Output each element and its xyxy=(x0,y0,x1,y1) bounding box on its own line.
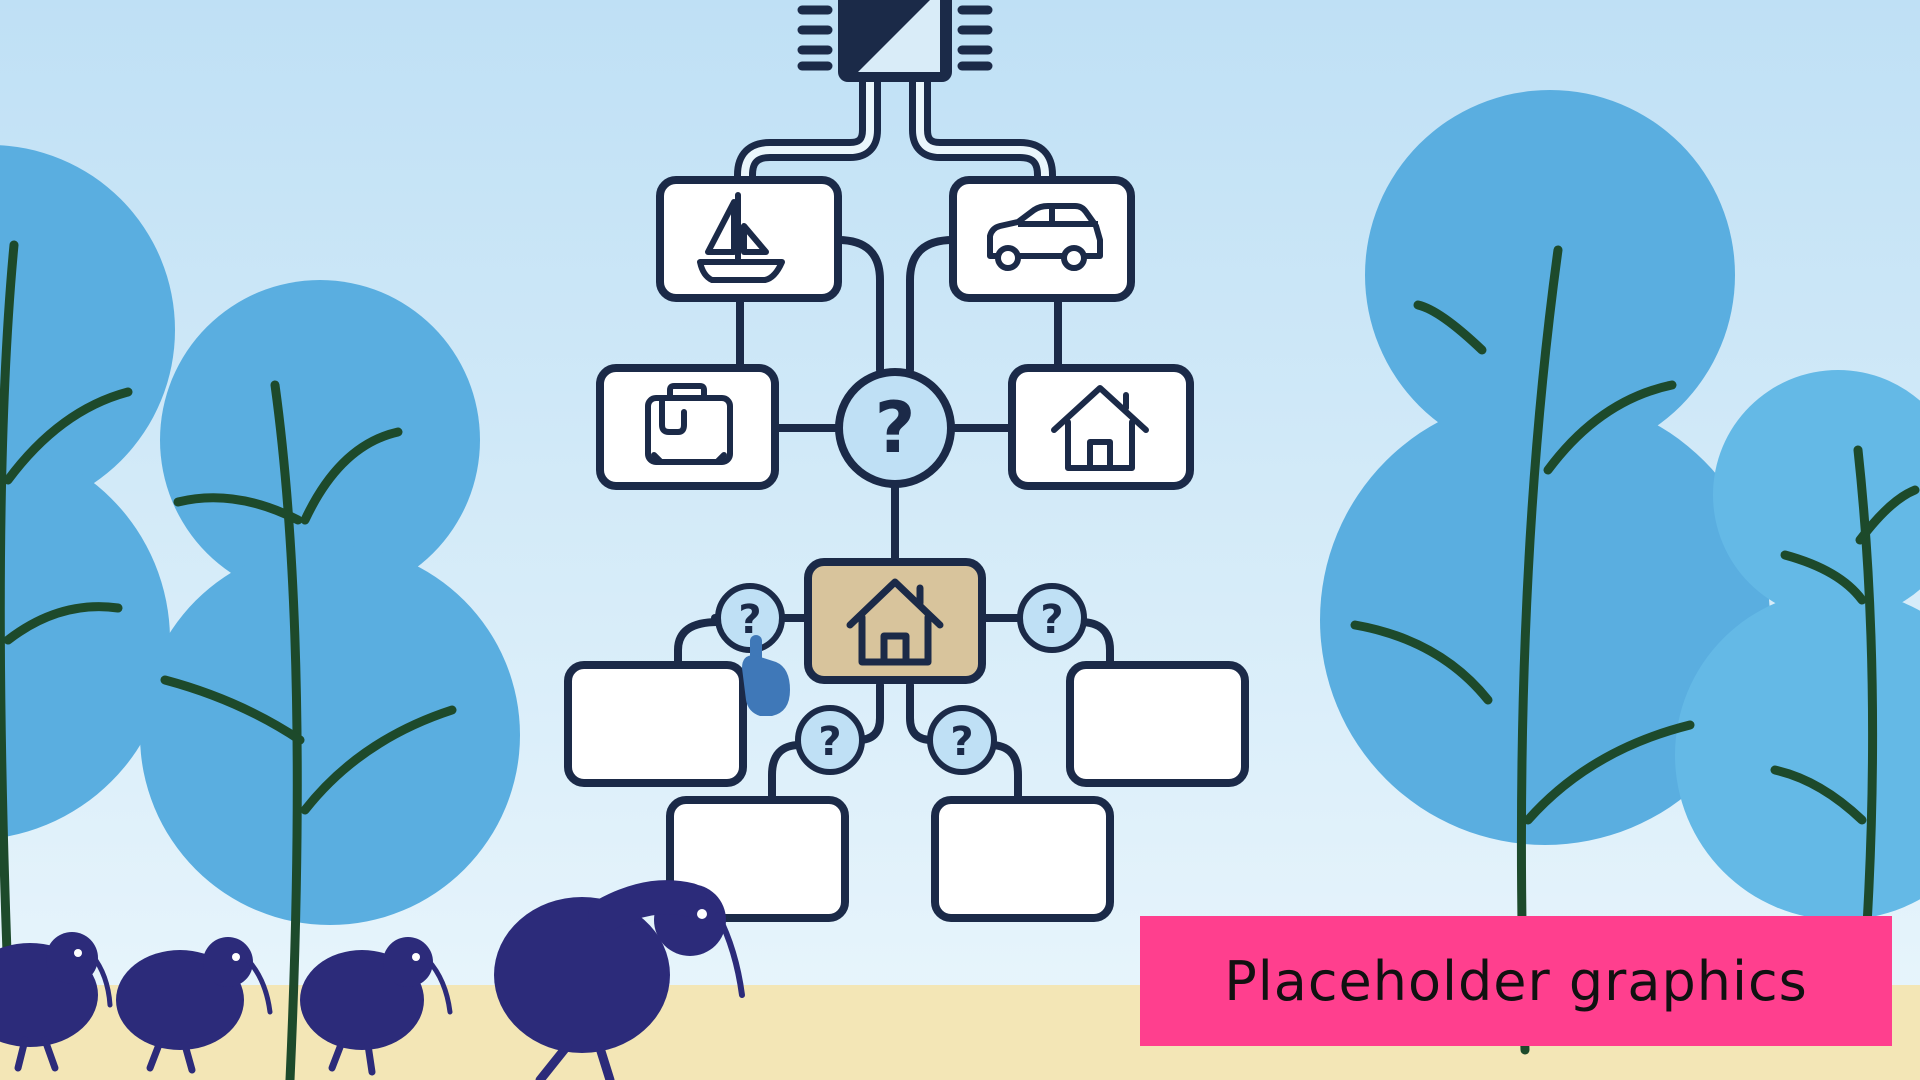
empty-node-right xyxy=(1066,661,1249,787)
house-icon xyxy=(846,578,944,666)
pointing-hand-icon xyxy=(742,635,790,716)
question-mark-icon: ? xyxy=(818,719,841,765)
question-mark-icon: ? xyxy=(1040,597,1063,643)
suitcase-icon xyxy=(645,383,733,465)
node-luggage xyxy=(596,364,779,490)
question-mark-icon: ? xyxy=(875,387,916,469)
empty-node-lower-left xyxy=(666,796,849,922)
car-icon xyxy=(987,203,1103,271)
question-node-center: ? xyxy=(835,368,955,488)
selected-house-node xyxy=(804,558,986,684)
caption-text: Placeholder graphics xyxy=(1224,949,1808,1013)
sailboat-icon xyxy=(697,192,785,283)
kiwi-bird-large xyxy=(494,880,745,1080)
node-car xyxy=(949,176,1135,302)
kiwi-bird xyxy=(0,932,113,1072)
node-boat xyxy=(656,176,842,302)
question-mark-icon: ? xyxy=(738,597,761,643)
right-trees xyxy=(1320,90,1920,1055)
kiwi-bird xyxy=(300,937,453,1076)
kiwi-bird xyxy=(116,937,273,1074)
house-icon xyxy=(1051,385,1149,471)
empty-node-left xyxy=(564,661,747,787)
question-node-lower-left: ? xyxy=(795,705,865,775)
empty-node-lower-right xyxy=(931,796,1114,922)
caption-banner: Placeholder graphics xyxy=(1140,916,1892,1046)
question-node-right: ? xyxy=(1017,583,1087,653)
node-house xyxy=(1008,364,1194,490)
question-node-lower-right: ? xyxy=(927,705,997,775)
kiwi-birds xyxy=(0,880,745,1080)
chip-wires-inner xyxy=(741,76,1049,189)
question-node-left: ? xyxy=(715,583,785,653)
left-trees xyxy=(0,145,520,1080)
question-mark-icon: ? xyxy=(950,719,973,765)
processor-chip-icon xyxy=(797,0,993,82)
